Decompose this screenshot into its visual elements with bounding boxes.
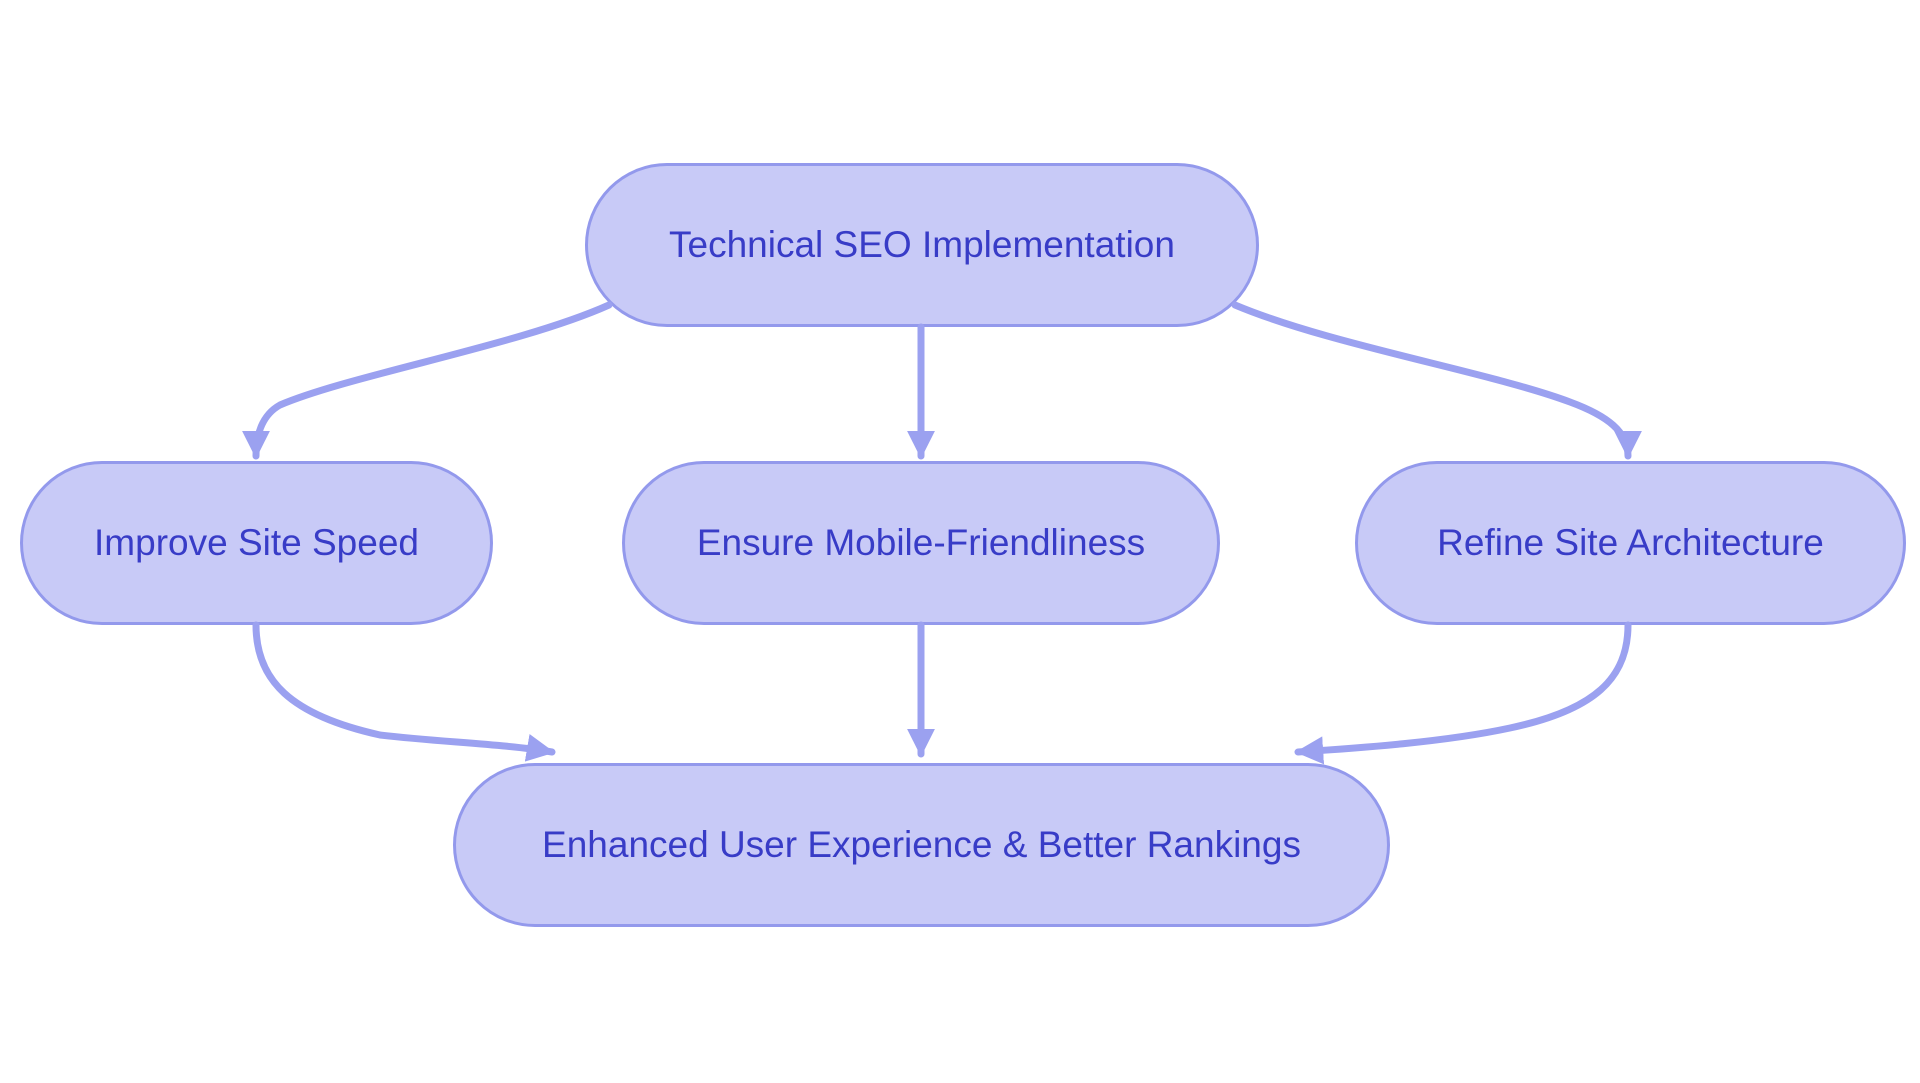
node-label: Enhanced User Experience & Better Rankin…: [542, 823, 1301, 865]
node-label: Technical SEO Implementation: [669, 223, 1175, 265]
node-ensure-mobile-friendliness: Ensure Mobile-Friendliness: [622, 461, 1220, 625]
node-technical-seo-implementation: Technical SEO Implementation: [585, 163, 1259, 327]
node-enhanced-ux-better-rankings: Enhanced User Experience & Better Rankin…: [453, 763, 1390, 927]
node-improve-site-speed: Improve Site Speed: [20, 461, 493, 625]
edge-seo-to-speed: [242, 301, 613, 460]
node-label: Ensure Mobile-Friendliness: [696, 521, 1146, 563]
node-refine-site-architecture: Refine Site Architecture: [1355, 461, 1906, 625]
edge-architecture-to-outcome: [1294, 621, 1632, 765]
node-label: Improve Site Speed: [94, 521, 419, 563]
edge-speed-to-outcome: [252, 621, 556, 762]
edge-seo-to-architecture: [1231, 301, 1642, 460]
node-label: Refine Site Architecture: [1437, 521, 1824, 563]
